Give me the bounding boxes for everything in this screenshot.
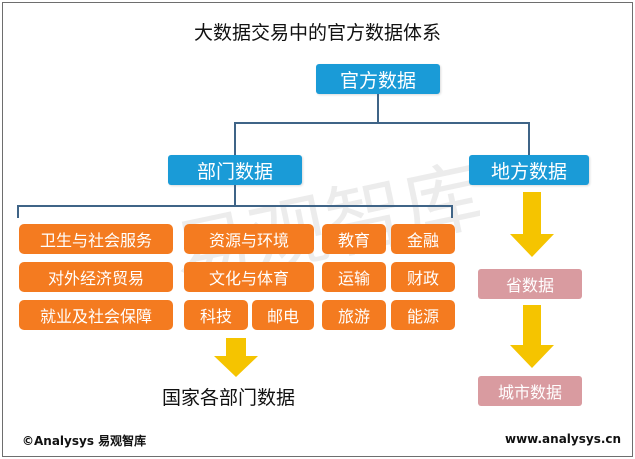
root-stem	[377, 94, 379, 124]
dept-item: 运输	[322, 262, 386, 292]
dept-item: 能源	[391, 300, 455, 330]
dept-item: 就业及社会保障	[19, 300, 173, 330]
dept-bracket	[17, 205, 453, 207]
footer-right: www.analysys.cn	[505, 432, 622, 446]
root-node: 官方数据	[316, 64, 440, 94]
footer-left: ©Analysys 易观智库	[22, 434, 147, 448]
dept-item: 教育	[322, 224, 386, 254]
city-node: 城市数据	[478, 376, 582, 406]
province-node: 省数据	[478, 269, 582, 299]
dept-item: 金融	[391, 224, 455, 254]
dept-bracket-right	[451, 205, 453, 218]
down-arrow-icon	[510, 305, 554, 368]
local-stem	[528, 122, 530, 156]
dept-caption: 国家各部门数据	[162, 387, 296, 409]
down-arrow-icon	[214, 338, 258, 377]
diagram-title: 大数据交易中的官方数据体系	[193, 22, 441, 44]
down-arrow-icon	[510, 192, 554, 257]
dept-bracket-stem	[234, 185, 236, 206]
dept-item: 旅游	[322, 300, 386, 330]
local-node: 地方数据	[469, 155, 589, 185]
dept-item: 资源与环境	[184, 224, 314, 254]
dept-item: 邮电	[252, 300, 314, 330]
dept-item: 财政	[391, 262, 455, 292]
dept-item: 卫生与社会服务	[19, 224, 173, 254]
dept-stem	[234, 122, 236, 156]
dept-item: 对外经济贸易	[19, 262, 173, 292]
dept-node: 部门数据	[168, 155, 302, 185]
dept-item: 文化与体育	[184, 262, 314, 292]
branch-bar	[234, 122, 530, 124]
dept-bracket-left	[17, 205, 19, 218]
dept-item: 科技	[184, 300, 248, 330]
